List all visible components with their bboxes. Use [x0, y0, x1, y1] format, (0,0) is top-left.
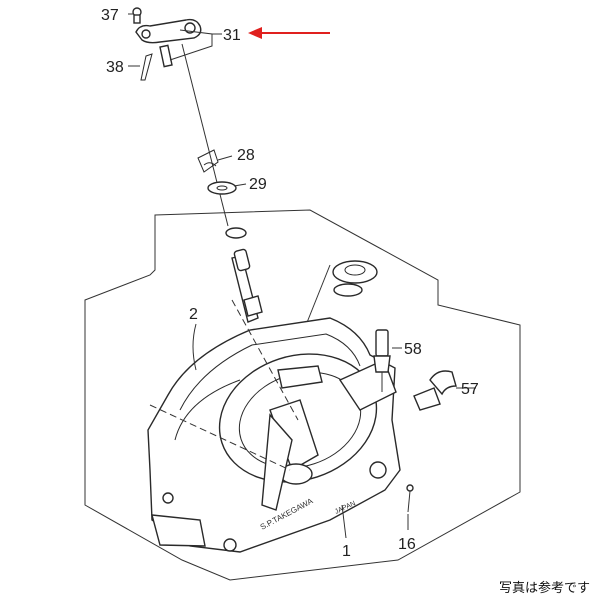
callout-38: 38: [106, 59, 124, 76]
elbow-57-part: [413, 370, 457, 411]
fitting-58-part: [373, 329, 391, 392]
bolt-37-part: [132, 7, 142, 24]
washer-29-part: [207, 181, 237, 195]
clip-28-part: [197, 149, 219, 173]
assembly-boundary: [84, 209, 521, 581]
caption-reference-photo: 写真は参考です: [498, 581, 590, 596]
bolt-16-part: [406, 484, 414, 513]
callout-37: 37: [101, 7, 119, 24]
shaft-part: [231, 248, 263, 323]
callout-31: 31: [223, 27, 241, 44]
callout-58: 58: [404, 341, 422, 358]
callout-28: 28: [237, 147, 255, 164]
callout-1: 1: [342, 543, 351, 560]
clutch-cover-part: S.P.TAKEGAWA JAPAN: [147, 317, 401, 553]
filler-cap-part: [289, 260, 378, 366]
callout-16: 16: [398, 536, 416, 553]
callout-57: 57: [461, 381, 479, 398]
highlight-arrow: [248, 27, 330, 39]
callout-2: 2: [189, 306, 198, 323]
pin-38-part: [140, 53, 153, 81]
callout-29: 29: [249, 176, 267, 193]
